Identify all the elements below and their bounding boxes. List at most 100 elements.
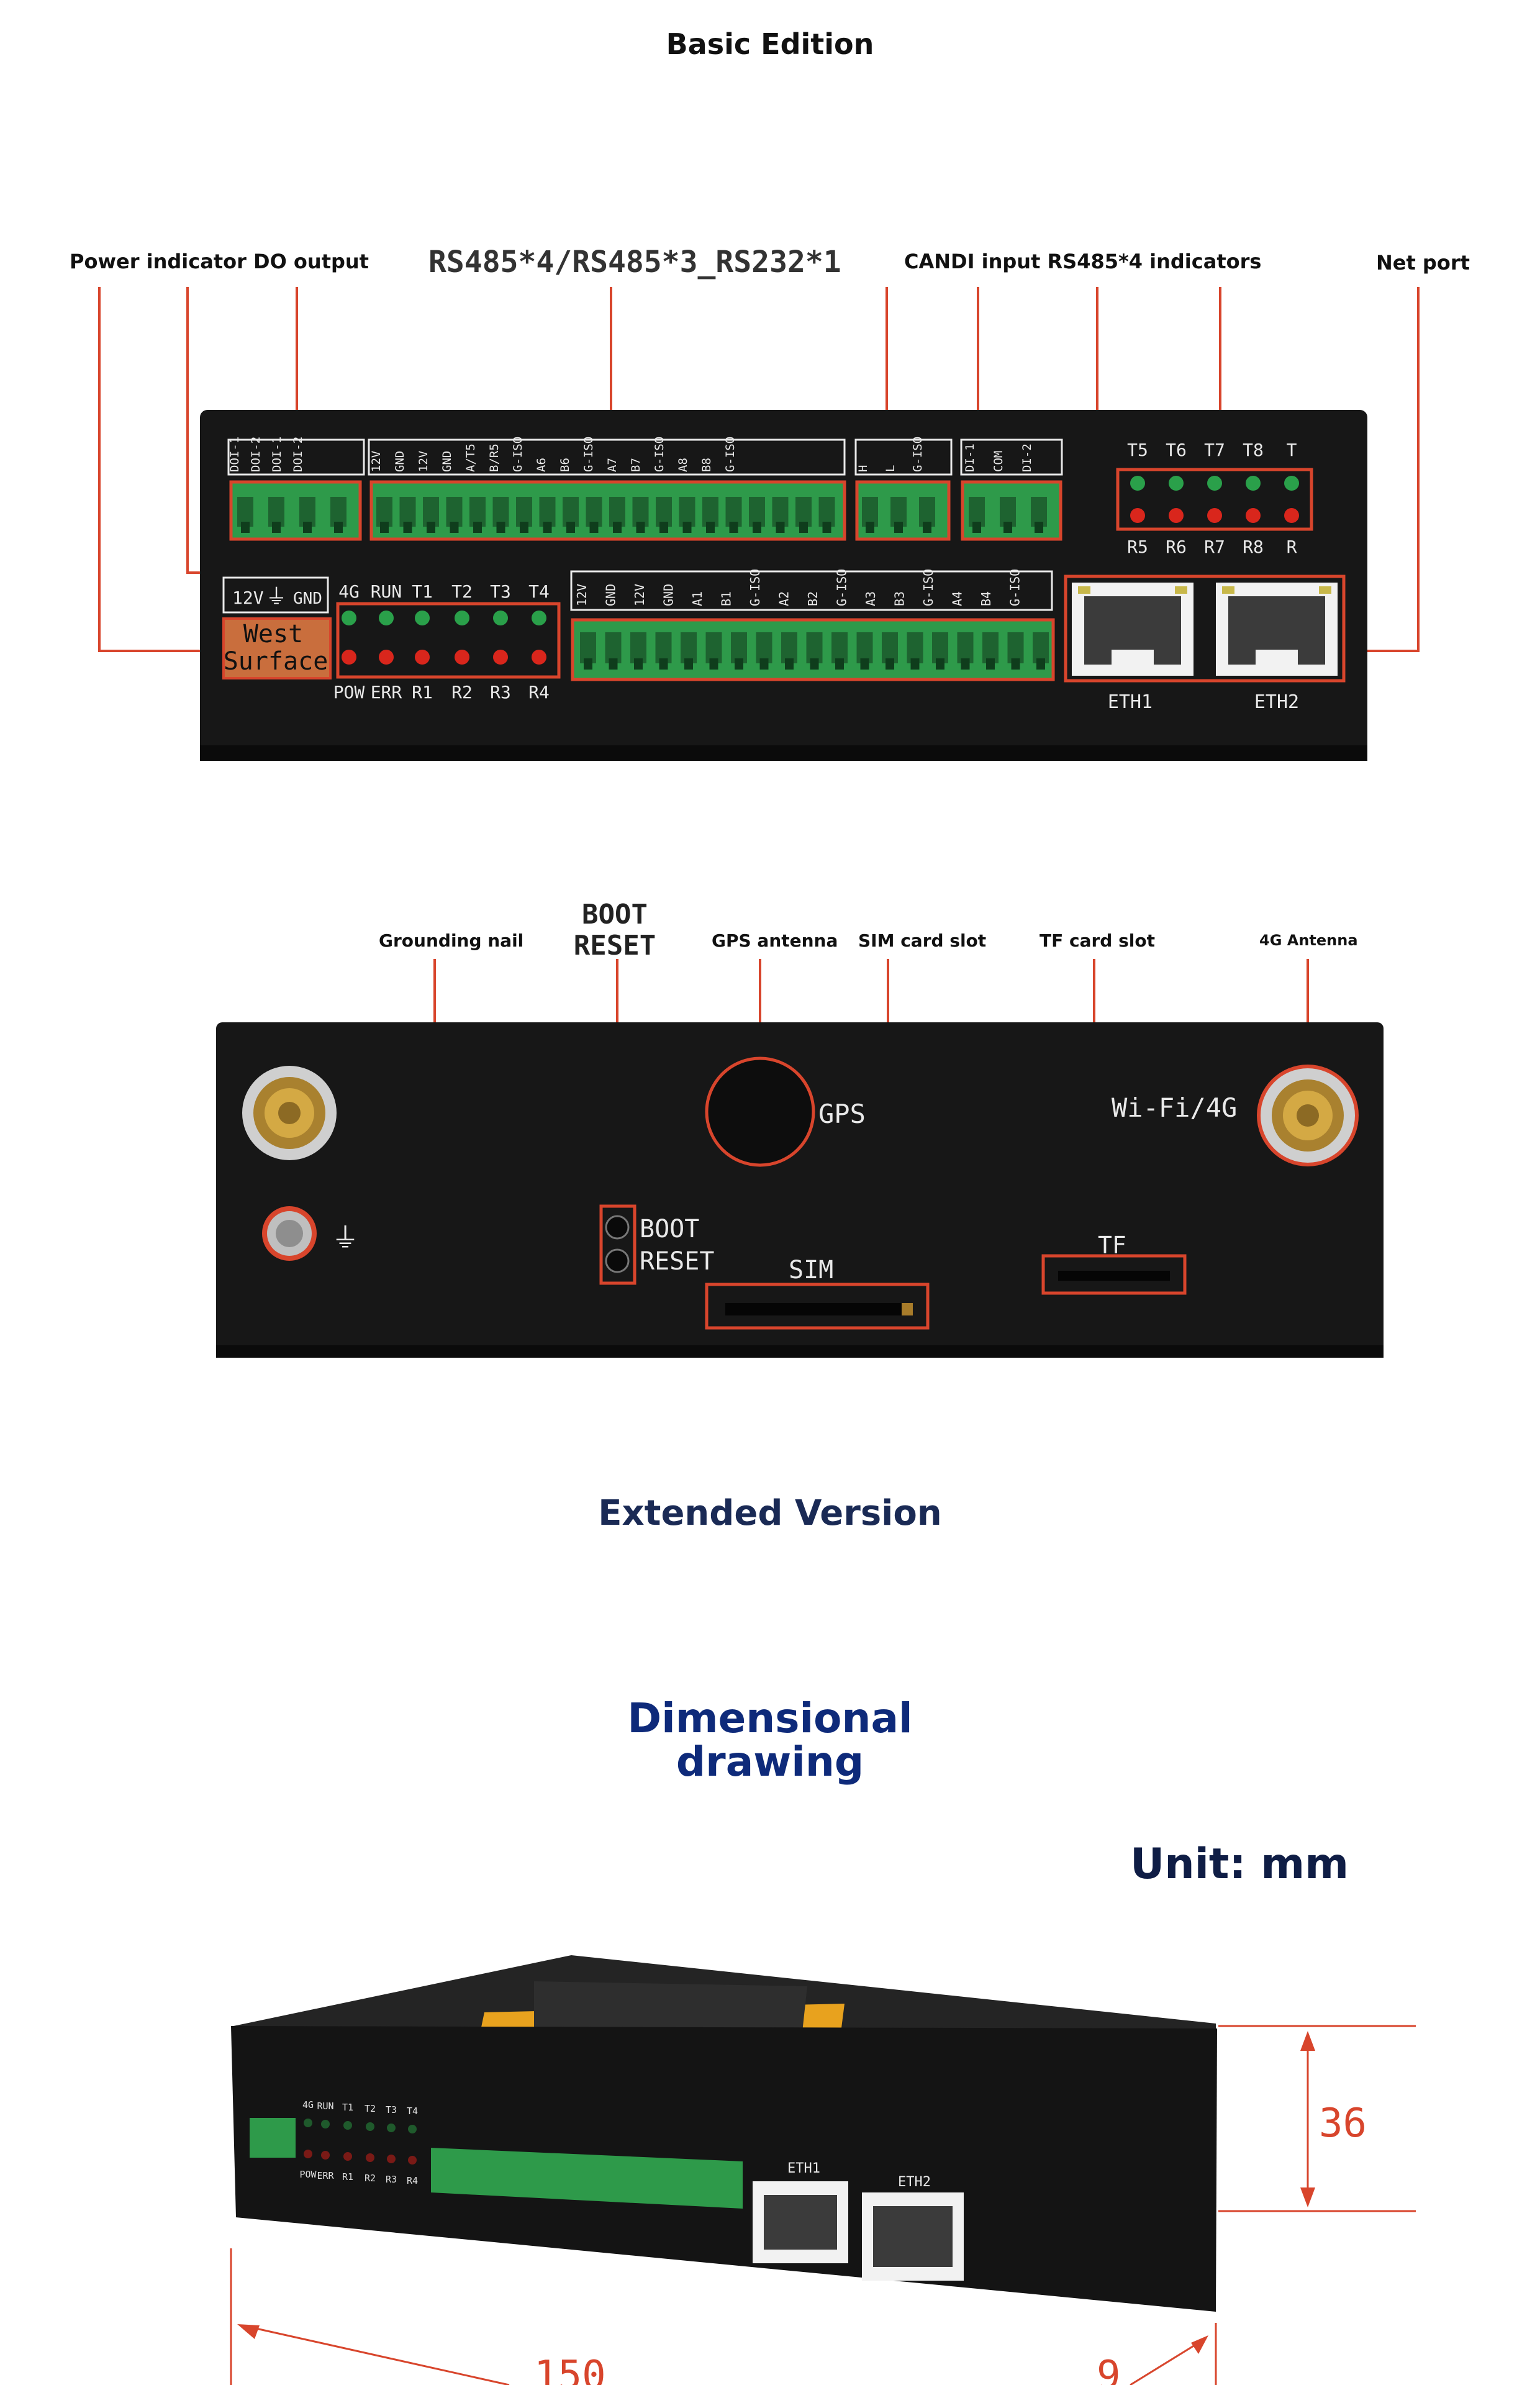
terminal-slot <box>681 632 697 663</box>
bottom-terminal-label: B1 <box>719 591 734 606</box>
drawing-led-top-label: T1 <box>342 2102 353 2113</box>
terminal-screw <box>609 658 618 670</box>
drawing-green-led-icon <box>408 2125 417 2133</box>
top-terminal-label: GND <box>393 451 407 472</box>
bottom-terminal-label: A4 <box>950 591 965 606</box>
terminal-screw <box>473 522 482 533</box>
red-led-icon <box>1207 508 1222 523</box>
terminal-screw <box>403 522 412 533</box>
gps-window <box>705 1056 815 1167</box>
terminal-slot <box>580 632 596 663</box>
green-led-icon <box>1130 476 1145 491</box>
top-terminal-label: G-ISO <box>653 437 666 472</box>
right-led-top-label: T7 <box>1204 440 1225 460</box>
green-led-icon <box>379 611 394 625</box>
dimension-lines <box>230 2025 1416 2385</box>
bottom-terminal-label: A3 <box>863 591 878 606</box>
terminal-screw <box>822 522 831 533</box>
sim-slot <box>725 1303 909 1315</box>
terminal-screw <box>334 522 343 533</box>
top-terminal-label: B7 <box>629 458 643 472</box>
terminal-slot <box>957 632 974 663</box>
dimensional-drawing-heading: Dimensional drawing <box>0 1697 1540 1784</box>
right-led-top-label: T <box>1287 440 1297 460</box>
terminal-slot <box>1007 632 1024 663</box>
terminal-slot <box>630 632 646 663</box>
top-terminal-label: DOI-2 <box>249 437 263 472</box>
power-label-gnd: GND <box>293 589 322 608</box>
right-led-bottom-label: R8 <box>1243 537 1264 557</box>
top-terminal-label: COM <box>992 451 1005 472</box>
led-group-right-frame <box>1116 468 1313 531</box>
terminal-screw <box>729 522 738 533</box>
terminal-screw <box>566 522 575 533</box>
drawing-green-led-icon <box>366 2122 374 2131</box>
boot-callout-line: BOOT <box>582 899 648 930</box>
top-terminal-label: GND <box>440 451 454 472</box>
reset-panel-label: RESET <box>640 1247 714 1276</box>
top-terminal-label: DOI-2 <box>291 437 305 472</box>
drawing-led-bottom-label: ERR <box>317 2170 334 2181</box>
terminal-screw <box>427 522 435 533</box>
drawing-led-top-label: RUN <box>317 2101 333 2112</box>
terminal-screw <box>923 522 931 533</box>
right-led-bottom-label: R5 <box>1127 537 1148 557</box>
led-bottom-label: R4 <box>528 682 550 702</box>
green-led-icon <box>1207 476 1222 491</box>
terminal-screw <box>894 522 903 533</box>
width-dimension-label: 150 <box>534 2353 606 2385</box>
terminal-screw <box>910 658 920 670</box>
led-top-label: 4G <box>338 581 360 602</box>
terminal-slot <box>655 632 672 663</box>
depth-dimension-label: 9 <box>1097 2353 1121 2385</box>
eth2-label: ETH2 <box>1254 691 1299 713</box>
net-port-callout: Net port <box>1376 251 1470 275</box>
right-led-top-label: T5 <box>1127 440 1148 460</box>
boot-reset-frame <box>599 1204 636 1285</box>
power-do-callout: Power indicator DO output <box>70 250 369 273</box>
top-terminal-label: DI-2 <box>1020 443 1034 472</box>
led-top-label: T4 <box>528 581 550 602</box>
bottom-terminal-label: B3 <box>892 591 907 606</box>
terminal-screw <box>543 522 552 533</box>
top-terminal-label: A6 <box>535 458 548 472</box>
green-led-icon <box>1284 476 1299 491</box>
top-terminal-label: A7 <box>605 458 619 472</box>
drawing-red-led-icon <box>387 2155 396 2163</box>
red-led-icon <box>415 650 430 665</box>
terminal-screw <box>709 658 718 670</box>
terminal-slot <box>882 632 898 663</box>
power-terminal-label-frame <box>222 576 329 614</box>
bottom-terminal-label-frame <box>570 570 1053 611</box>
top-terminal-label: B/R5 <box>487 443 501 472</box>
top-terminal-label: 12V <box>417 451 430 472</box>
drawing-terminal-block <box>431 2148 743 2209</box>
tf-slot-frame <box>1041 1254 1187 1295</box>
red-led-icon <box>379 650 394 665</box>
led-bottom-label: ERR <box>371 682 402 702</box>
terminal-screw <box>936 658 944 670</box>
dimensional-heading-line2: drawing <box>676 1738 864 1786</box>
drawing-led-top-label: 4G <box>302 2099 314 2110</box>
drawing-green-led-icon <box>304 2119 312 2127</box>
terminal-screw <box>810 658 819 670</box>
terminal-slot <box>781 632 797 663</box>
terminal-screw <box>706 522 715 533</box>
drawing-power-terminal <box>250 2118 296 2158</box>
top-terminal-label: DI-1 <box>963 443 977 472</box>
unit-label: Unit: mm <box>1130 1840 1349 1889</box>
terminal-slot <box>756 632 772 663</box>
terminal-screw <box>759 658 769 670</box>
bottom-terminal-label: G-ISO <box>748 569 763 606</box>
tf-slot <box>1058 1271 1170 1281</box>
drawing-green-led-icon <box>343 2121 352 2130</box>
red-led-icon <box>1169 508 1184 523</box>
surface-label: Surface <box>224 647 328 676</box>
red-led-icon <box>1284 508 1299 523</box>
top-terminal-label: A/T5 <box>464 443 478 472</box>
eth-ports-frame <box>1064 575 1346 683</box>
right-led-top-label: T8 <box>1243 440 1264 460</box>
top-terminal-label: G-ISO <box>911 437 925 472</box>
terminal-screw <box>589 522 599 533</box>
